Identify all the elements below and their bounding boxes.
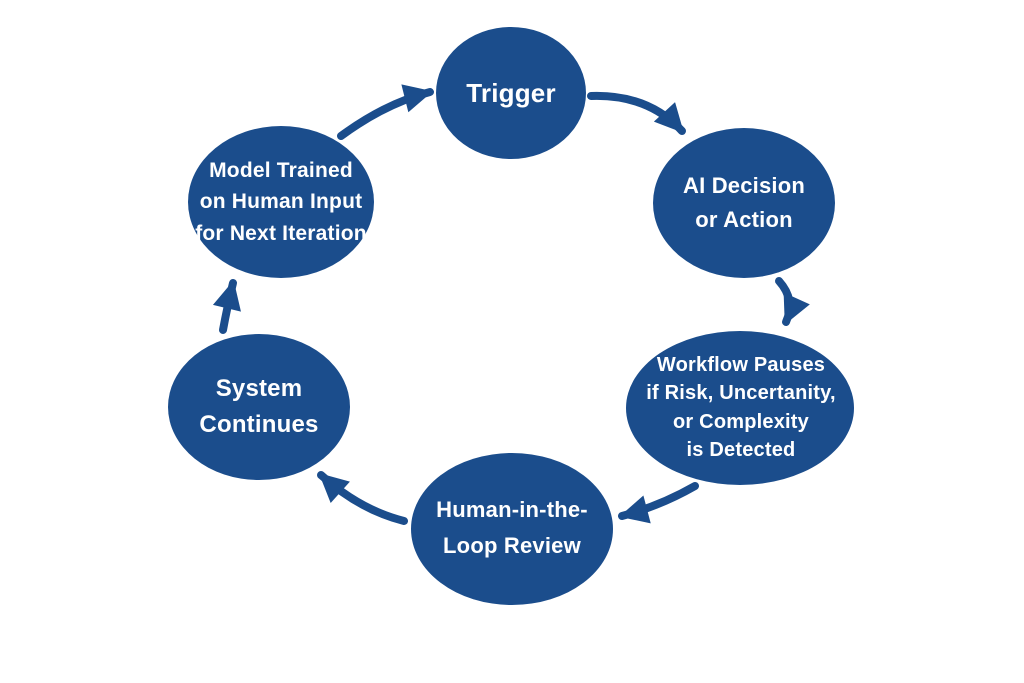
arrow-model-trained-to-trigger [337, 84, 434, 140]
arrow-trigger-to-ai-decision [587, 91, 686, 135]
node-system-continues-shape [168, 334, 350, 480]
node-hitl-review-shape [411, 453, 613, 605]
arrow-workflow-pauses-to-hitl-review [618, 482, 699, 524]
node-workflow-pauses-shape [626, 331, 854, 485]
node-trigger-shape [436, 27, 586, 159]
arrow-hitl-review-to-system-continues [317, 471, 408, 525]
arrow-ai-decision-to-workflow-pauses [775, 277, 810, 326]
node-model-trained-shape [188, 126, 374, 278]
node-ai-decision-shape [653, 128, 835, 278]
arrow-system-continues-to-model-trained [212, 279, 241, 334]
